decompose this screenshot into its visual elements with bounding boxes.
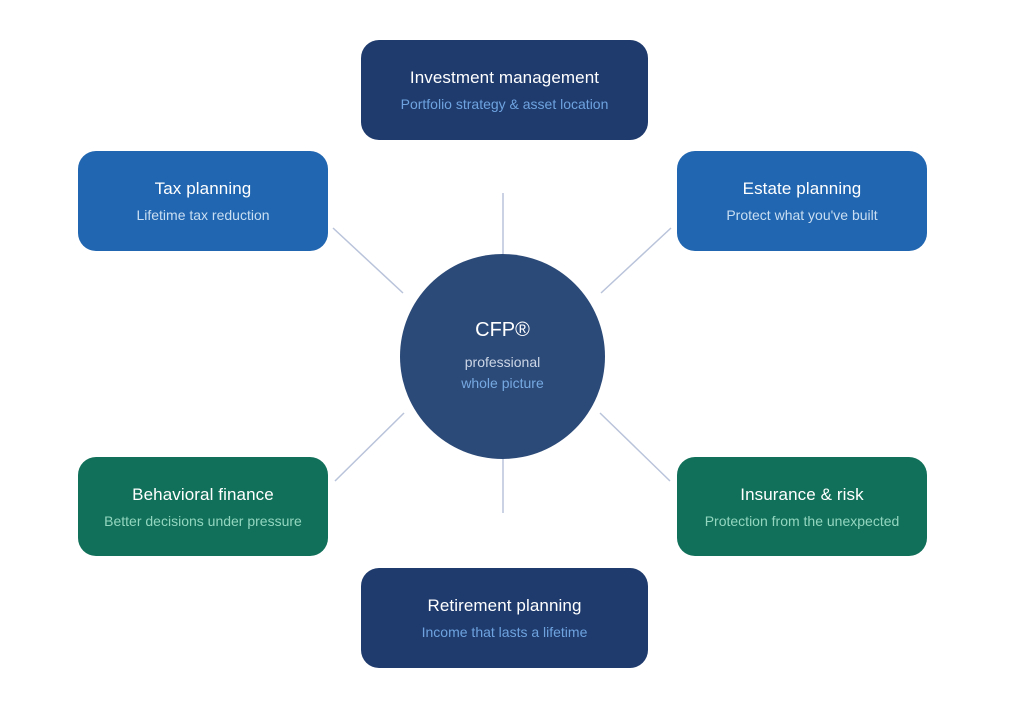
hub-subtitle-whole-picture: whole picture (461, 375, 544, 391)
node-retirement-planning: Retirement planning Income that lasts a … (361, 568, 648, 668)
node-investment-management: Investment management Portfolio strategy… (361, 40, 648, 140)
node-title: Retirement planning (427, 596, 582, 615)
node-behavioral-finance: Behavioral finance Better decisions unde… (78, 457, 328, 556)
hub-subtitle-professional: professional (464, 354, 541, 370)
node-title: Estate planning (742, 179, 862, 198)
node-subtitle: Lifetime tax reduction (136, 207, 270, 223)
hub-cfp-professional: CFP® professional whole picture (400, 254, 605, 459)
node-subtitle: Better decisions under pressure (104, 512, 302, 529)
node-subtitle: Protection from the unexpected (704, 512, 900, 529)
node-title: Tax planning (154, 179, 252, 198)
node-title: Investment management (409, 68, 600, 87)
node-insurance-risk: Insurance & risk Protection from the une… (677, 457, 927, 556)
node-subtitle: Protect what you've built (726, 207, 878, 223)
node-estate-planning: Estate planning Protect what you've buil… (677, 151, 927, 251)
node-tax-planning: Tax planning Lifetime tax reduction (78, 151, 328, 251)
node-subtitle: Income that lasts a lifetime (421, 624, 588, 640)
node-title: Behavioral finance (132, 484, 274, 504)
hub-title: CFP® (475, 319, 530, 341)
node-subtitle: Portfolio strategy & asset location (400, 96, 609, 112)
node-title: Insurance & risk (740, 484, 864, 504)
